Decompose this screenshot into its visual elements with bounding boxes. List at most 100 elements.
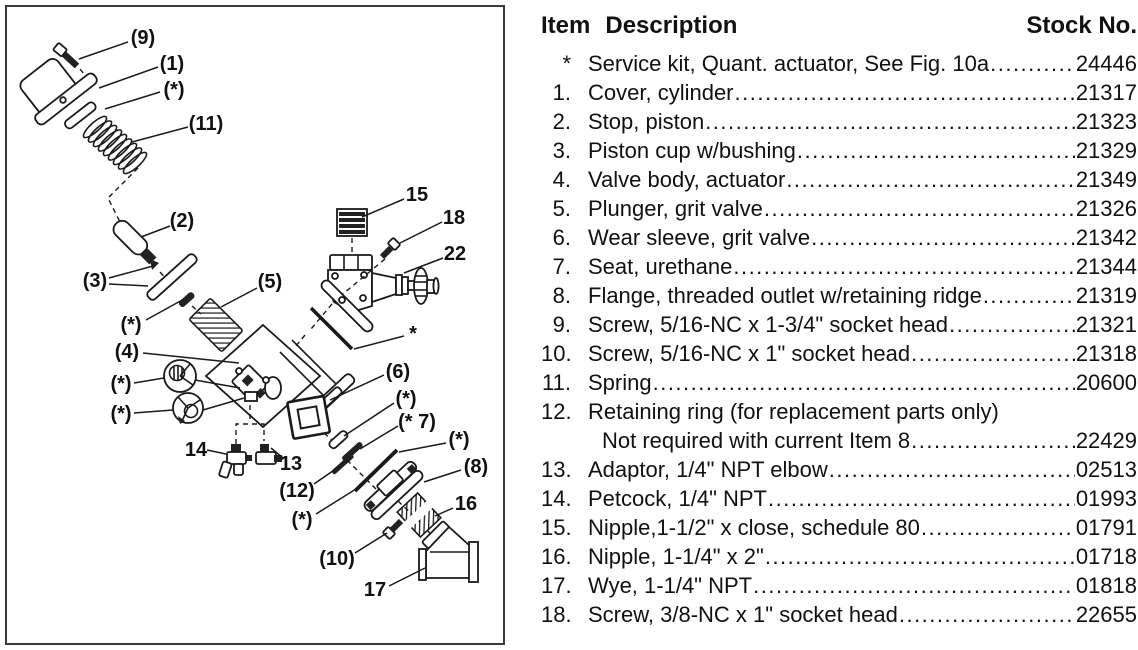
diagram-callout: (*)	[163, 79, 184, 101]
washer	[64, 101, 97, 130]
parts-rows: * Service kit, Quant. actuator, See Fig.…	[541, 49, 1137, 629]
diagram-callout: 16	[455, 493, 477, 515]
stock-number: 21319	[1075, 283, 1137, 308]
dot-leader	[797, 136, 1075, 165]
bonnet	[371, 271, 397, 304]
table-row: 1. Cover, cylinder 21317	[541, 78, 1137, 107]
stock-number: 21342	[1075, 225, 1137, 250]
stock-number: 21318	[1075, 341, 1137, 366]
cover-hole	[59, 96, 67, 104]
piston-assembly	[112, 219, 251, 359]
detail-circle-2	[172, 392, 245, 424]
stock-number: 21321	[1075, 312, 1137, 337]
item-number: 10.	[541, 341, 572, 366]
table-row: 6. Wear sleeve, grit valve 21342	[541, 223, 1137, 252]
diagram-callout: (12)	[279, 480, 315, 502]
stock-number: 21344	[1075, 254, 1137, 279]
bushing	[150, 259, 159, 270]
dot-leader	[768, 484, 1075, 513]
item-number: 9.	[552, 312, 571, 337]
detail-circle-1	[163, 359, 241, 393]
dot-leader	[983, 281, 1075, 310]
dot-leader	[764, 194, 1075, 223]
diagram-callout: 18	[443, 207, 465, 229]
table-row: 16. Nipple, 1-1/4" x 2" 01718	[541, 542, 1137, 571]
item-description: Wear sleeve, grit valve	[588, 225, 811, 250]
stock-number: 21317	[1075, 80, 1137, 105]
flange-gasket	[353, 448, 399, 493]
item-description: Service kit, Quant. actuator, See Fig. 1…	[588, 51, 990, 76]
table-row: 7. Seat, urethane 21344	[541, 252, 1137, 281]
diagram-callout: (10)	[319, 548, 355, 570]
dot-leader	[949, 310, 1075, 339]
item-number: 16.	[541, 544, 572, 569]
diagram-callout: (4)	[115, 341, 139, 363]
stock-number: 22655	[1075, 602, 1137, 627]
diagram-callout: (2)	[170, 210, 194, 232]
item-description: Plunger, grit valve	[588, 196, 763, 221]
dot-leader	[733, 252, 1074, 281]
item-number: 13.	[541, 457, 572, 482]
dot-leader	[829, 455, 1075, 484]
table-row: * Service kit, Quant. actuator, See Fig.…	[541, 49, 1137, 78]
item-description: Spring	[588, 370, 652, 395]
item-number: 4.	[552, 167, 571, 192]
item-number: 3.	[552, 138, 571, 163]
mount-plate	[320, 279, 374, 333]
screw10-head	[382, 526, 396, 540]
item-description: Valve body, actuator	[588, 167, 786, 192]
screw9-head	[52, 42, 68, 57]
dot-leader	[899, 600, 1075, 629]
item-number: *	[562, 51, 571, 76]
diagram-callout: *	[409, 323, 417, 345]
diagram-callout: (3)	[83, 270, 107, 292]
table-row: 17. Wye, 1-1/4" NPT 01818	[541, 571, 1137, 600]
stock-number: 21326	[1075, 196, 1137, 221]
retaining-ring	[331, 453, 354, 475]
nipple-16	[396, 491, 442, 539]
stock-number: 20600	[1075, 370, 1137, 395]
diagram-callout: (*)	[110, 403, 131, 425]
item-description: Screw, 5/16-NC x 1-3/4" socket head	[588, 312, 948, 337]
wye-fitting	[418, 520, 479, 583]
item-description: Adaptor, 1/4" NPT elbow	[588, 457, 828, 482]
table-row: 10. Screw, 5/16-NC x 1" socket head 2131…	[541, 339, 1137, 368]
diagram-callout: (*)	[120, 314, 141, 336]
handwheel	[413, 267, 440, 305]
piston-cup	[146, 253, 198, 301]
stock-number: 01993	[1075, 486, 1137, 511]
diagram-callout: (*)	[110, 373, 131, 395]
item-number: 7.	[552, 254, 571, 279]
actuator-top	[329, 254, 373, 271]
item-description: Petcock, 1/4" NPT	[588, 486, 767, 511]
item-description: Screw, 5/16-NC x 1" socket head	[588, 341, 911, 366]
table-row: 9. Screw, 5/16-NC x 1-3/4" socket head 2…	[541, 310, 1137, 339]
item-number: 12.	[541, 399, 572, 424]
table-row: 13. Adaptor, 1/4" NPT elbow 02513	[541, 455, 1137, 484]
stock-number: 01718	[1075, 544, 1137, 569]
cover-assembly	[19, 42, 148, 227]
dot-leader	[921, 513, 1075, 542]
petcock	[218, 444, 252, 479]
spring	[82, 115, 148, 175]
table-row: 18. Screw, 3/8-NC x 1" socket head 22655	[541, 600, 1137, 629]
item-description: Nipple,1-1/2" x close, schedule 80	[588, 515, 920, 540]
item-description: Retaining ring (for replacement parts on…	[588, 399, 999, 424]
item-number: 11.	[542, 370, 571, 395]
stock-number: 01791	[1075, 515, 1137, 540]
small-oring	[178, 292, 195, 308]
outlet-flange-8	[363, 461, 424, 520]
urethane-seat	[342, 442, 363, 462]
leader-lines	[78, 41, 462, 587]
diagram-callout: (*)	[395, 388, 416, 410]
dot-leader	[786, 165, 1075, 194]
nipple-15	[336, 208, 368, 237]
actuator-assembly	[295, 208, 440, 351]
dot-leader	[811, 223, 1075, 252]
dot-leader	[911, 426, 1075, 455]
diagram-callout: 15	[406, 184, 428, 206]
item-number: 2.	[552, 109, 571, 134]
item-description: Not required with current Item 8	[602, 428, 911, 453]
